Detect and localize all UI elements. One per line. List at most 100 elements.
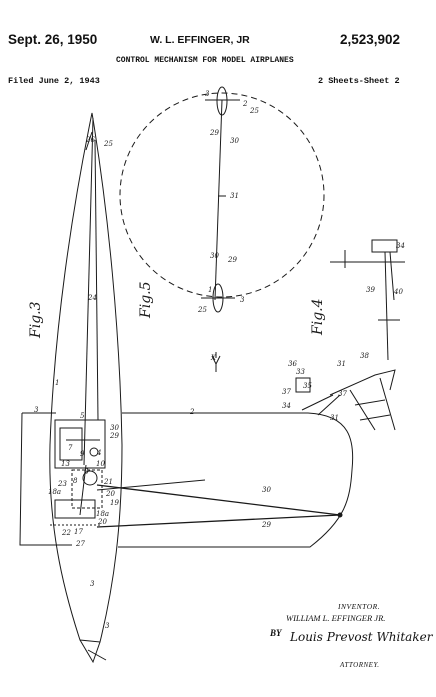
tripod-arm	[301, 394, 334, 411]
ref-13: 13	[61, 460, 70, 468]
patent-title: CONTROL MECHANISM FOR MODEL AIRPLANES	[116, 56, 294, 65]
ref-40: 40	[393, 288, 403, 296]
tail-line	[87, 649, 107, 661]
mechanism-plate	[59, 427, 83, 461]
ref-30-mech: 30	[110, 424, 119, 432]
control-wire-upper	[94, 139, 99, 421]
inventor-label: INVENTOR.	[338, 602, 381, 611]
ref-31-fig5: 31	[230, 192, 239, 200]
ref-20b: 20	[97, 518, 107, 526]
ref-1-fig5: 1	[208, 286, 212, 294]
ref-31b-fig4: 31	[330, 414, 339, 422]
fuselage-centerline	[83, 117, 94, 466]
ref-5: 5	[80, 412, 85, 420]
ref-18: 18a	[96, 510, 109, 518]
tripod-leg-mid	[349, 389, 376, 431]
ref-25-fig5: 25	[249, 107, 259, 115]
fig3-label: Fig.3	[28, 301, 44, 339]
fig3-drawing	[19, 112, 354, 664]
ref-30: 30	[262, 486, 271, 494]
ref-37b: 37	[338, 390, 347, 398]
patent-number: 2,523,902	[340, 32, 401, 47]
ref-37: 37	[282, 388, 291, 396]
ref-22: 22	[61, 529, 71, 537]
ref-21: 21	[103, 478, 113, 486]
ref-30b-fig5: 30	[210, 252, 219, 260]
ref-3-stern: 3	[105, 622, 110, 630]
ref-3-tail: 3	[90, 580, 95, 588]
nose-ref-line	[85, 131, 93, 151]
lower-bracket	[54, 499, 96, 519]
ref-18a: 18a	[48, 488, 61, 496]
control-rod-inner	[389, 251, 395, 301]
ref-2: 2	[189, 408, 195, 416]
wing-outline	[118, 412, 354, 548]
ref-7: 7	[68, 444, 73, 452]
ref-35: 35	[303, 382, 312, 390]
attorney-label: ATTORNEY.	[340, 661, 380, 669]
control-line-30	[96, 484, 341, 516]
line-junction	[337, 512, 343, 518]
ref-29-mech: 29	[109, 432, 119, 440]
by-label: BY	[270, 628, 282, 638]
ref-30-fig5: 30	[230, 137, 239, 145]
bellcrank-wheel	[82, 470, 98, 486]
inventor-header: W. L. EFFINGER, JR	[150, 34, 250, 46]
ref-6: 6	[84, 468, 89, 476]
ref-38: 38	[360, 352, 369, 360]
ref-23: 23	[57, 480, 67, 488]
ref-29b-fig5: 29	[227, 256, 237, 264]
sheet-count: 2 Sheets-Sheet 2	[318, 76, 400, 86]
flight-circle	[119, 92, 325, 298]
handle-block	[371, 239, 398, 253]
ref-26: 26	[85, 136, 95, 144]
ref-39: 39	[366, 286, 375, 294]
pivot-block	[295, 377, 311, 393]
ref-1: 1	[55, 379, 59, 387]
ref-31-fig4: 31	[337, 360, 346, 368]
ref-17: 17	[74, 528, 83, 536]
ref-2-fig5: 2	[242, 100, 248, 108]
inventor-name: WILLIAM L. EFFINGER JR.	[286, 613, 386, 623]
wing-left-edge	[19, 412, 72, 546]
mechanism-housing	[54, 419, 106, 469]
ref-33: 33	[296, 368, 305, 376]
bellcrank-housing	[71, 469, 103, 509]
ref-34: 34	[396, 242, 405, 250]
tail-fin	[79, 639, 101, 664]
fig5-label: Fig.5	[138, 281, 154, 319]
ref-25: 25	[103, 140, 113, 148]
ref-10: 10	[96, 460, 105, 468]
ref-3: 3	[34, 406, 39, 414]
tripod-head	[329, 369, 396, 396]
fuselage-outline	[49, 112, 123, 643]
ref-34-fig4: 34	[282, 402, 291, 410]
ref-9: 9	[80, 450, 85, 458]
control-line-upper	[96, 479, 206, 491]
fig5-drawing	[119, 86, 325, 372]
tripod-leg-right	[379, 377, 396, 431]
ref-19: 19	[110, 499, 119, 507]
ref-3-fig5: 3	[205, 90, 210, 98]
ref-20: 20	[105, 490, 115, 498]
attorney-signature: Louis Prevost Whitaker	[290, 630, 433, 644]
ref-3b-fig5: 3	[240, 296, 245, 304]
ref-24: 24	[87, 294, 97, 302]
ref-29-fig5: 29	[209, 129, 219, 137]
ref-27: 27	[75, 540, 85, 548]
ref-36: 36	[288, 360, 297, 368]
control-rod	[384, 251, 389, 361]
airplane-top	[216, 86, 228, 116]
fig5-axis	[214, 99, 223, 301]
patent-date: Sept. 26, 1950	[8, 32, 98, 47]
ref-4: 4	[96, 449, 101, 457]
tripod-leg-left	[317, 394, 341, 416]
filed-date: Filed June 2, 1943	[8, 76, 100, 86]
ref-8: 8	[73, 477, 78, 485]
ref-25b-fig5: 25	[197, 306, 207, 314]
ref-x-arrow: X	[210, 354, 217, 362]
fig4-label: Fig.4	[310, 298, 326, 336]
pulley-upper	[89, 447, 99, 457]
ref-29: 29	[261, 521, 271, 529]
